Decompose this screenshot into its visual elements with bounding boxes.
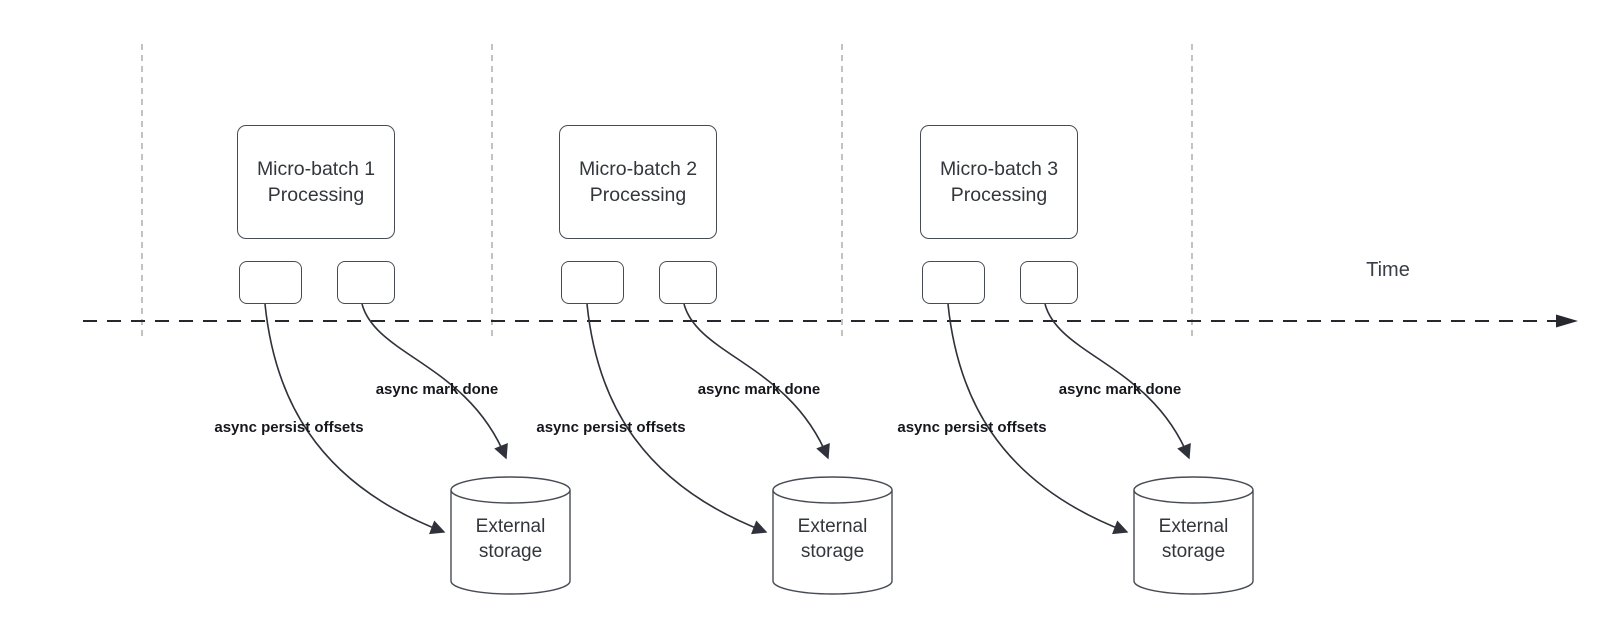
mark-done-label: async mark done <box>1058 381 1182 398</box>
persist-offsets-task-box <box>239 261 302 304</box>
persist-offsets-arrow <box>264 303 446 535</box>
storage-cylinder-top <box>1133 476 1254 504</box>
mark-done-task-box <box>337 261 395 304</box>
mark-done-label: async mark done <box>697 381 821 398</box>
micro-batch-processing-box: Micro-batch 3 Processing <box>920 125 1078 239</box>
micro-batch-title-line1: Micro-batch 2 <box>578 158 698 180</box>
storage-cylinder-top <box>772 476 893 504</box>
micro-batch-title-line2: Processing <box>267 184 365 206</box>
persist-offsets-arrow <box>947 303 1129 535</box>
micro-batch-processing-box: Micro-batch 1 Processing <box>237 125 395 239</box>
micro-batch-title-line2: Processing <box>950 184 1048 206</box>
time-axis-arrowhead-icon <box>1556 314 1578 328</box>
micro-batch-processing-box: Micro-batch 2 Processing <box>559 125 717 239</box>
micro-batch-title-line2: Processing <box>589 184 687 206</box>
micro-batch-title-line1: Micro-batch 1 <box>256 158 376 180</box>
storage-cylinder <box>450 490 571 595</box>
time-axis-label: Time <box>1366 259 1410 281</box>
external-storage-line1: External <box>797 516 868 537</box>
persist-offsets-label: async persist offsets <box>897 419 1047 436</box>
external-storage-line2: storage <box>1161 541 1226 562</box>
storage-cylinder <box>772 490 893 595</box>
mark-done-arrow <box>1044 303 1191 460</box>
micro-batch-title-line1: Micro-batch 3 <box>939 158 1059 180</box>
persist-offsets-label: async persist offsets <box>536 419 686 436</box>
external-storage-label: External storage <box>773 514 892 564</box>
persist-offsets-task-box <box>922 261 985 304</box>
persist-offsets-arrow <box>586 303 768 535</box>
persist-offsets-label: async persist offsets <box>214 419 364 436</box>
mark-done-arrow <box>361 303 508 460</box>
external-storage-line2: storage <box>800 541 865 562</box>
external-storage-line2: storage <box>478 541 543 562</box>
mark-done-task-box <box>659 261 717 304</box>
external-storage-label: External storage <box>1134 514 1253 564</box>
storage-cylinder <box>1133 490 1254 595</box>
mark-done-label: async mark done <box>375 381 499 398</box>
mark-done-arrow <box>683 303 830 460</box>
mark-done-task-box <box>1020 261 1078 304</box>
external-storage-line1: External <box>475 516 546 537</box>
storage-cylinder-top <box>450 476 571 504</box>
external-storage-line1: External <box>1158 516 1229 537</box>
persist-offsets-task-box <box>561 261 624 304</box>
external-storage-label: External storage <box>451 514 570 564</box>
